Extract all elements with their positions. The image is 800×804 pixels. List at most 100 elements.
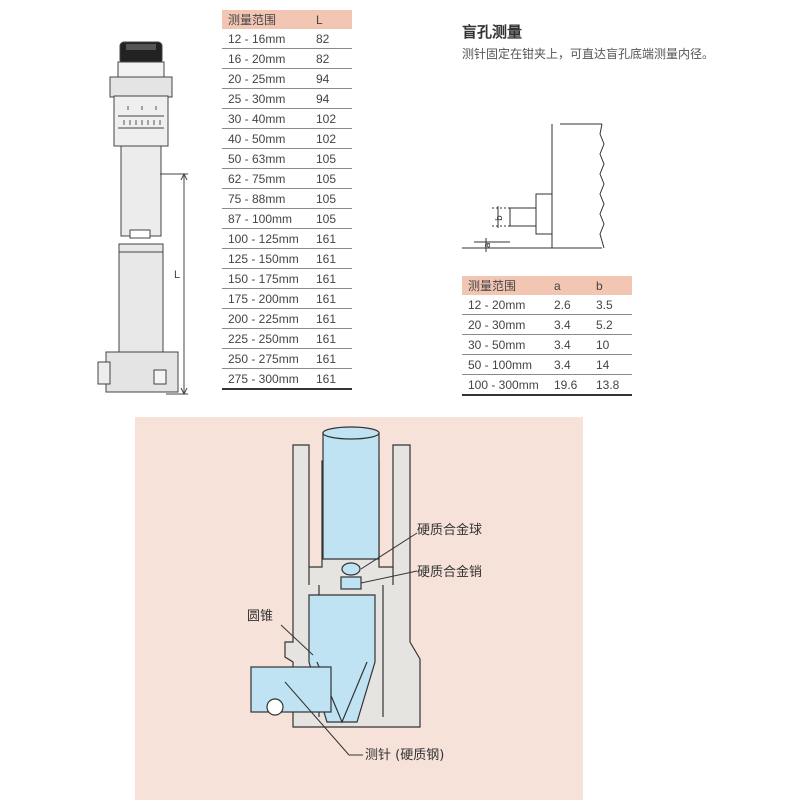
spindle [322, 432, 380, 560]
table-cell: 10 [590, 334, 632, 355]
table-cell: 150 - 175mm [222, 268, 310, 289]
table-cell: 13.8 [596, 377, 620, 392]
table-cell: 94 [310, 68, 352, 89]
cross-section-panel: 硬质合金球 硬质合金销 圆锥 测针 (硬质钢) [135, 417, 583, 800]
blind-hole-title: 盲孔测量 [462, 23, 523, 41]
callout-carbide-ball: 硬质合金球 [417, 523, 483, 538]
table-cell: 105 [310, 168, 352, 189]
table-header-row: 测量范围 a b [462, 276, 632, 295]
header-a: a [548, 276, 590, 295]
callout-cone: 圆锥 [247, 609, 274, 624]
table-cell: 100 - 125mm [222, 228, 310, 249]
table-cell: 3.4 [548, 354, 590, 375]
scale-ticks [123, 106, 161, 125]
table-cell: 225 - 250mm [222, 328, 310, 349]
table-cell: 94 [310, 88, 352, 109]
table-row: 100 - 300mm 19.6 13.8 [462, 375, 632, 396]
table-cell: 100 - 300mm [468, 377, 539, 392]
table-cell: 3.4 [548, 314, 590, 335]
table-row: 275 - 300mm 161 [222, 369, 352, 390]
table-cell: 5.2 [590, 314, 632, 335]
table-cell: 250 - 275mm [222, 348, 310, 369]
table-cell: 19.6 [554, 377, 578, 392]
table-cell: 200 - 225mm [222, 308, 310, 329]
blind-hole-detail-drawing: b a [462, 123, 605, 252]
table-cell: 30 - 40mm [222, 108, 310, 129]
table-cell: 12 - 20mm [462, 295, 548, 315]
table-cell: 125 - 150mm [222, 248, 310, 269]
table-cell: 30 - 50mm [462, 334, 548, 355]
table-cell: 25 - 30mm [222, 88, 310, 109]
header-range: 测量范围 [462, 276, 548, 295]
table-cell: 161 [310, 288, 352, 309]
table-cell: 161 [310, 248, 352, 269]
table-cell: 3.4 [548, 334, 590, 355]
table-cell: 105 [310, 208, 352, 229]
table-cell: 82 [310, 48, 352, 69]
table-cell: 161 [310, 268, 352, 289]
table-cell: 50 - 63mm [222, 148, 310, 169]
table-cell: 105 [310, 148, 352, 169]
table-cell: 62 - 75mm [222, 168, 310, 189]
header-b: b [590, 276, 632, 295]
table-cell: 87 - 100mm [222, 208, 310, 229]
table-cell: 12 - 16mm [222, 29, 310, 49]
table-cell: 75 - 88mm [222, 188, 310, 209]
header-range: 测量范围 [222, 10, 310, 29]
table-cell: 50 - 100mm [462, 354, 548, 375]
table-cell: 161 [310, 328, 352, 349]
dimension-b-label: b [495, 215, 505, 221]
table-cell: 161 [310, 228, 352, 249]
callout-probe: 测针 (硬质钢) [365, 748, 445, 763]
l-dimension-label: L [174, 269, 180, 281]
table-cell: 82 [310, 29, 352, 49]
carbide-pin [340, 576, 362, 590]
table-cell: 40 - 50mm [222, 128, 310, 149]
table-cell: 105 [310, 188, 352, 209]
table-cell: 161 [316, 371, 337, 386]
table-cell: 161 [310, 308, 352, 329]
table-header-row: 测量范围 L [222, 10, 352, 29]
table-cell: 175 - 200mm [222, 288, 310, 309]
table-cell: 275 - 300mm [228, 371, 299, 386]
header-l: L [310, 10, 352, 29]
holtest-instrument-drawing: L [97, 41, 188, 396]
table-cell: 3.5 [590, 295, 632, 315]
table-cell: 102 [310, 108, 352, 129]
table-cell: 20 - 25mm [222, 68, 310, 89]
table-cell: 2.6 [548, 295, 590, 315]
carbide-ball [341, 562, 361, 576]
table-cell: 102 [310, 128, 352, 149]
table-cell: 16 - 20mm [222, 48, 310, 69]
dimension-a-label: a [483, 242, 493, 248]
table-cell: 161 [310, 348, 352, 369]
callout-carbide-pin: 硬质合金销 [417, 565, 483, 580]
table-cell: 20 - 30mm [462, 314, 548, 335]
cross-section-drawing [250, 426, 421, 756]
table-cell: 14 [590, 354, 632, 375]
l-dimension-line [160, 172, 188, 396]
